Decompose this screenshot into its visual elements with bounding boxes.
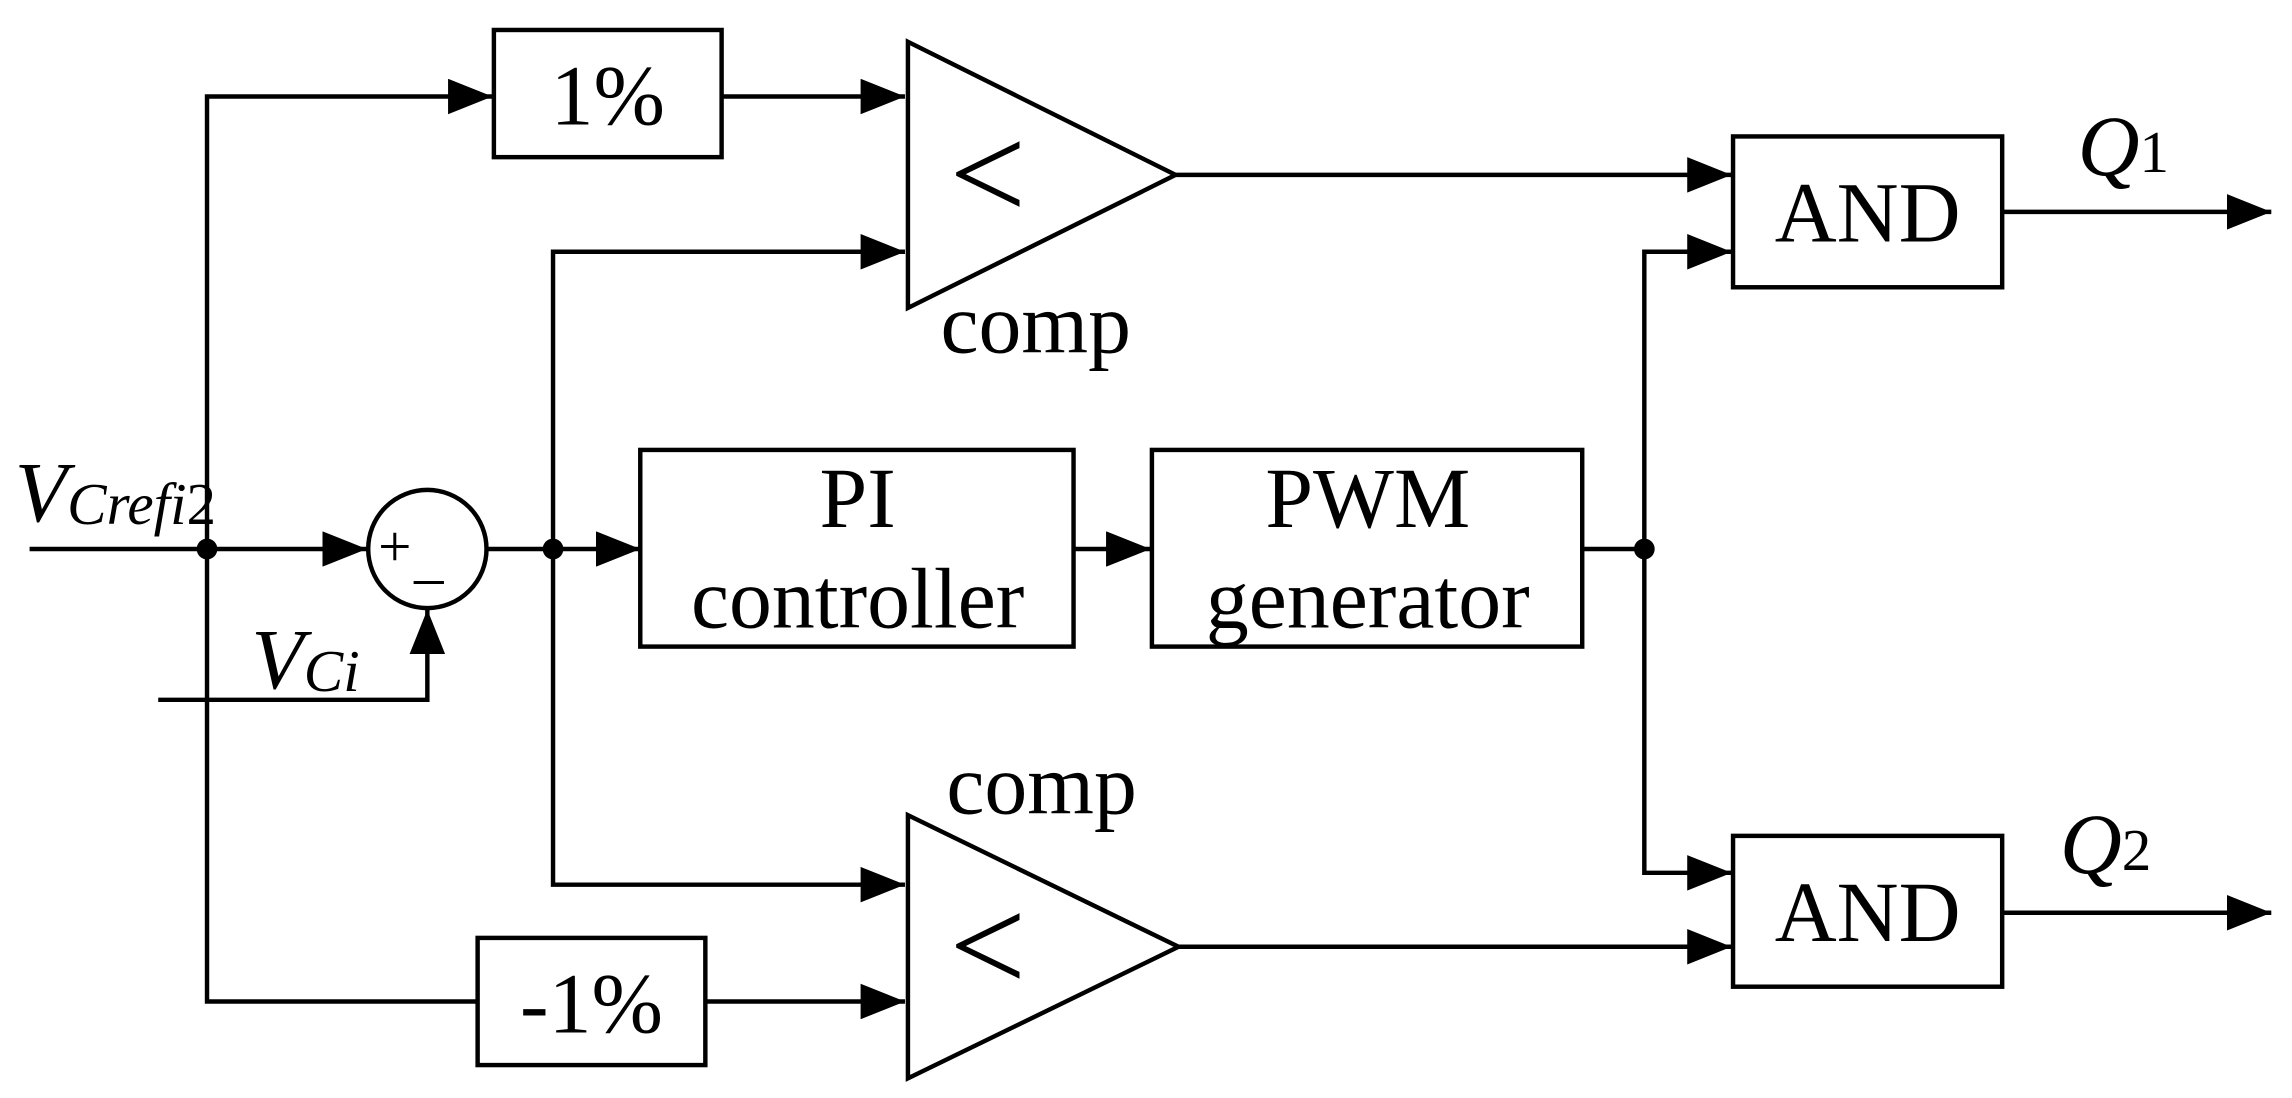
vref-to-plus-gain-wire [204,78,493,550]
plus-gain-label: 1% [551,49,665,144]
minus-gain-label: -1% [520,957,663,1052]
vref-junction-dot [196,538,218,560]
error-junction-dot [542,538,564,560]
top-comparator-label: comp [940,276,1131,371]
bottom-comparator [905,811,1184,1082]
top-comparator-symbol: < [949,99,1026,249]
pi-label-line1: PI [820,451,896,546]
sum-minus-sign: – [413,543,444,609]
pwm-to-and1-wire [1642,234,1732,550]
q1-signal-label: Q1 [2078,99,2169,194]
error-to-bottom-comp-wire [550,549,905,903]
pwm-generator-block [1149,447,1585,649]
summing-junction [365,487,489,611]
pwm-junction-dot [1633,538,1655,560]
bottom-comparator-label: comp [946,738,1137,833]
pwm-label-line2: generator [1206,551,1530,646]
sum-plus-sign: + [378,514,411,580]
vci-feedback-wire [158,609,446,703]
pi-controller-block [638,447,1076,649]
vci-signal-label: VCi [251,612,359,707]
minus-gain-block [475,935,708,1068]
vref-to-minus-gain-wire [204,549,478,1004]
and-gate-2 [1730,833,2005,989]
and-gate-1-label: AND [1775,165,1961,260]
q2-signal-label: Q2 [2060,797,2152,892]
top-comparator [905,38,1181,312]
and-gate-1 [1730,134,2005,290]
pwm-to-and2-wire [1642,549,1732,891]
plus-gain-block [491,27,724,160]
error-to-top-comp-wire [550,234,905,550]
and-gate-2-label: AND [1775,865,1961,960]
bottom-comparator-symbol: < [949,871,1026,1021]
vref-signal-label: VCrefi2 [15,445,216,540]
pi-label-line2: controller [691,551,1024,646]
pwm-label-line1: PWM [1265,451,1470,546]
